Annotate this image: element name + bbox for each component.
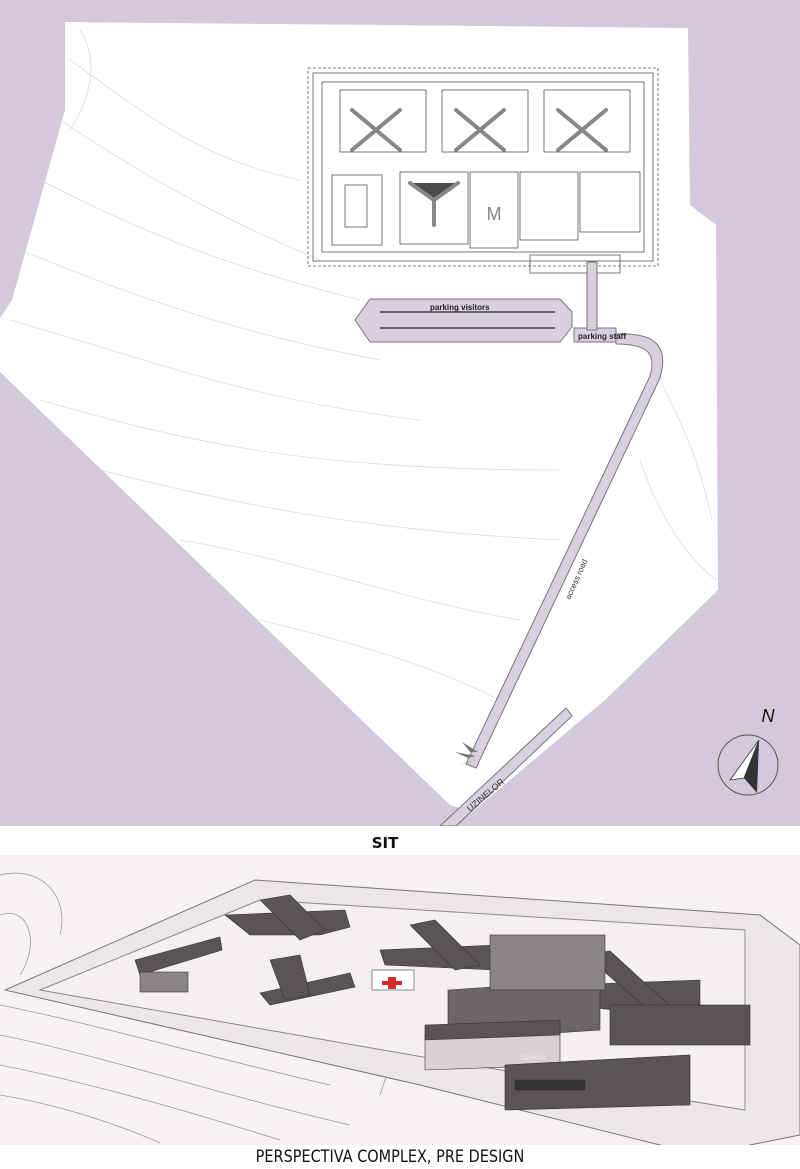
perspective-view: Chișinău bbox=[0, 855, 800, 1145]
x-blocks bbox=[350, 108, 608, 227]
site-plan: M parking visitors parking staff access … bbox=[0, 0, 800, 826]
building-m-label: M bbox=[487, 204, 502, 224]
roads bbox=[354, 261, 664, 826]
contour-lines bbox=[9, 29, 717, 701]
building-sign: Chișinău bbox=[522, 1055, 545, 1061]
perspective-caption: PERSPECTIVA COMPLEX, PRE DESIGN bbox=[255, 1147, 525, 1167]
administration-building bbox=[424, 934, 751, 1111]
parking-visitors-label: parking visitors bbox=[430, 303, 490, 312]
parking-visitors-area bbox=[354, 298, 573, 343]
prison-complex bbox=[307, 67, 659, 274]
red-cross-icon bbox=[382, 977, 402, 989]
terrain-contours bbox=[0, 872, 441, 1144]
medical-building bbox=[371, 969, 415, 991]
street-uzinelor bbox=[439, 707, 573, 826]
north-label: N bbox=[762, 706, 776, 726]
north-arrow-icon bbox=[717, 734, 779, 796]
site-caption: SIT bbox=[371, 834, 399, 852]
access-road bbox=[465, 333, 664, 769]
parking-staff-label: parking staff bbox=[578, 332, 626, 341]
entrance-marker-icon bbox=[455, 742, 478, 765]
